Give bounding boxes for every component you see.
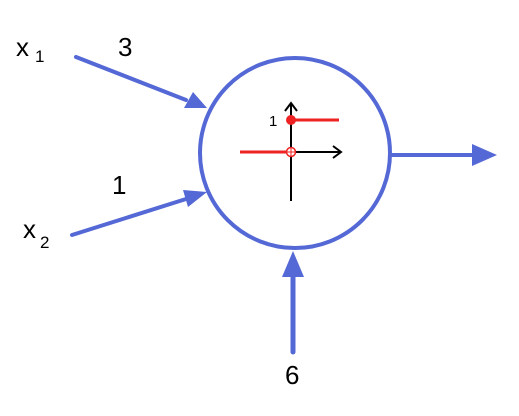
input-2-index: 2 <box>40 233 49 252</box>
input-1-weight-label: 3 <box>118 32 132 62</box>
input-1-index: 1 <box>35 47 44 66</box>
step-x-axis-arrowhead <box>332 145 343 159</box>
input-2-arrowhead <box>183 190 207 207</box>
step-closed-point <box>286 115 296 125</box>
input-1-variable: x <box>16 32 29 62</box>
input-1-arrowhead <box>184 92 207 108</box>
output-arrowhead <box>472 144 497 166</box>
bias-arrowhead <box>282 251 304 277</box>
input-2-arrow <box>70 197 188 237</box>
input-1-arrow <box>74 55 188 102</box>
bias-label: 6 <box>285 360 299 390</box>
step-y-axis-arrowhead <box>284 101 298 112</box>
step-level-label: 1 <box>269 113 277 130</box>
neuron-circle <box>198 56 392 250</box>
input-2-variable: x <box>23 214 36 244</box>
input-2-weight-label: 1 <box>112 170 126 200</box>
